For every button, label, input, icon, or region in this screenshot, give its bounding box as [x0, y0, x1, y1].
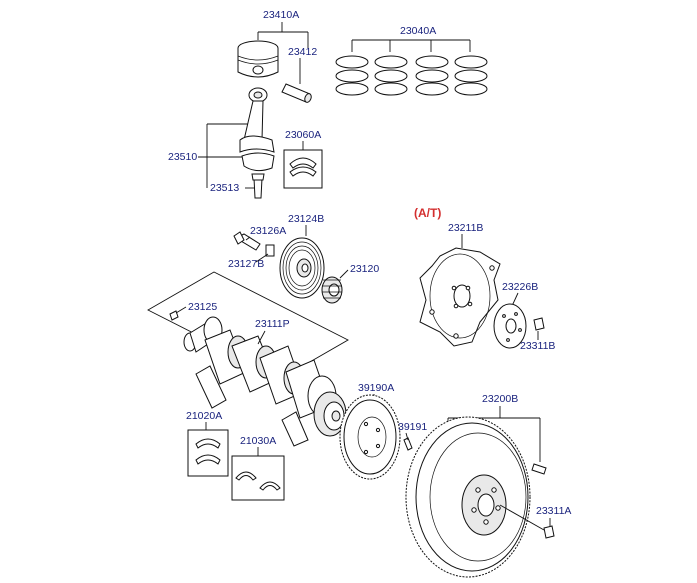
drive-plate-part[interactable]	[419, 247, 501, 347]
ring-gear-bolt-label: 39191	[398, 421, 427, 433]
at-bolt-label: 23311B	[520, 340, 555, 352]
ring-set-leader	[351, 39, 471, 52]
sprocket-part[interactable]	[321, 276, 343, 304]
sprocket-leader	[339, 269, 349, 279]
ring-set-label: 23040A	[400, 25, 436, 37]
piston-assy-label: 23410A	[263, 9, 299, 21]
pulley-washer-part[interactable]	[265, 244, 275, 257]
ring-gear-label: 39190A	[358, 382, 394, 394]
adapter-plate-label: 23226B	[502, 281, 538, 293]
crankshaft-leader	[257, 330, 266, 345]
flywheel-bolt-part[interactable]	[499, 504, 555, 539]
pulley-washer-label: 23127B	[228, 258, 264, 270]
crankshaft-label: 23111P	[255, 318, 290, 330]
crank-key-part[interactable]	[169, 310, 179, 321]
sprocket-label: 23120	[350, 263, 379, 275]
dowel-pin-part[interactable]	[531, 463, 547, 475]
drive-plate-label: 23211B	[448, 222, 483, 234]
conrod-leader	[198, 123, 248, 188]
main-bearing-label: 21020A	[186, 410, 222, 422]
conrod-bearing-part[interactable]	[283, 149, 323, 189]
pulley-washer-leader	[255, 253, 269, 263]
thrust-bearing-part[interactable]	[231, 455, 285, 501]
conrod-bolt-part[interactable]	[251, 173, 265, 199]
piston-pin-part[interactable]	[281, 83, 312, 103]
at-tag-label: (A/T)	[414, 206, 441, 220]
conrod-bolt-label: 23513	[210, 182, 239, 194]
pulley-bolt-part[interactable]	[233, 231, 261, 251]
crank-key-leader	[175, 306, 187, 314]
thrust-bearing-label: 21030A	[240, 435, 276, 447]
ring-gear-part[interactable]	[339, 394, 401, 480]
flywheel-bolt-label: 23311A	[536, 505, 571, 517]
at-bolt-part[interactable]	[533, 317, 545, 331]
piston-rings-part[interactable]	[335, 55, 488, 96]
damper-pulley-label: 23124B	[288, 213, 324, 225]
ring-gear-bolt-part[interactable]	[403, 437, 413, 451]
piston-leader	[257, 22, 309, 48]
main-bearing-part[interactable]	[187, 429, 229, 477]
adapter-plate-part[interactable]	[493, 303, 527, 349]
crank-key-label: 23125	[188, 301, 217, 313]
flywheel-label: 23200B	[482, 393, 518, 405]
conrod-assy-label: 23510	[168, 151, 197, 163]
conrod-bearing-label: 23060A	[285, 129, 321, 141]
flywheel-part[interactable]	[405, 416, 531, 578]
piston-pin-label: 23412	[288, 46, 317, 58]
ring-gear-bolt-leader	[405, 432, 409, 441]
damper-pulley-part[interactable]	[279, 237, 325, 299]
pulley-bolt-label: 23126A	[250, 225, 286, 237]
crankshaft-part[interactable]	[183, 316, 347, 447]
pulley-bolt-leader	[245, 236, 251, 241]
connecting-rod-part[interactable]	[239, 87, 275, 172]
adapter-plate-leader	[511, 292, 519, 307]
piston-part[interactable]	[237, 40, 279, 78]
